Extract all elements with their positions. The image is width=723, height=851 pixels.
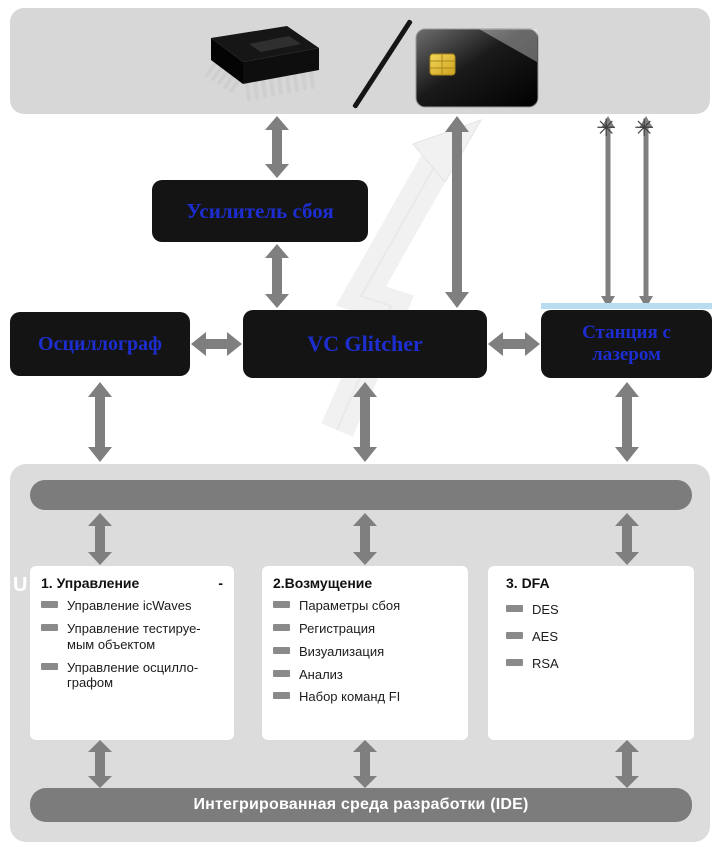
card-control: 1. Управление - Управление icWaves Управ… [30,566,234,740]
ide-bar: Интегрированная среда разработки (IDE) [30,788,692,822]
arrow-bus-card2 [353,513,377,565]
card-dfa: 3. DFA DES AES RSA [488,566,694,740]
break-asterisk-icon: ✳ [596,114,617,142]
watermark-letter: U [13,574,28,596]
card-perturbation-title: 2.Возмущение [273,575,373,591]
card-control-title: 1. Управление [41,575,140,591]
bullet-bar-icon [273,601,290,608]
arrow-devices-amplifier [265,116,289,178]
list-item-label: Анализ [299,666,343,682]
target-devices-panel [10,8,710,114]
arrow-bus-card1 [88,513,112,565]
list-item: Параметры сбоя [273,598,457,614]
list-item: Визуализация [273,644,457,660]
arrow-glitcher-laser [488,332,540,356]
bullet-bar-icon [273,669,290,677]
card-perturbation: 2.Возмущение Параметры сбоя Регистрация … [262,566,468,740]
list-item: Регистрация [273,621,457,637]
smartcard-icon [415,28,539,108]
list-item-label: RSA [532,655,559,671]
list-item-label: AES [532,628,559,644]
laser-line-right [639,116,653,308]
bullet-bar-icon [273,692,290,700]
laser-line-left [601,116,615,308]
arrow-oscilloscope-glitcher [191,332,242,356]
bullet-bar-icon [41,662,58,670]
card-perturbation-title-row: 2.Возмущение [273,575,457,591]
arrow-glitcher-panel [353,382,377,462]
bullet-bar-icon [273,623,290,631]
list-item-label: Управление тестируе- мым объектом [67,620,201,652]
list-item-label: Визуализация [299,643,385,659]
laser-highlight-line [541,303,712,309]
list-item: AES [506,629,683,645]
arrow-amplifier-glitcher [265,244,289,308]
arrow-card3-ide [615,740,639,788]
laser-station-label: Станция с лазером [582,322,671,365]
list-item: Управление icWaves [41,598,223,614]
fault-amplifier-label: Усилитель сбоя [186,198,334,223]
arrow-oscilloscope-panel [88,382,112,462]
arrow-laser-panel [615,382,639,462]
bullet-bar-icon [506,658,523,666]
list-item-label: Регистрация [299,620,375,636]
card-dfa-title-row: 3. DFA [506,575,683,591]
card-control-title-row: 1. Управление - [41,575,223,591]
list-item-label: DES [532,602,559,617]
vc-glitcher-label: VC Glitcher [307,331,423,357]
break-asterisk-icon: ✳ [634,114,655,142]
bullet-bar-icon [273,646,290,654]
list-item: Анализ [273,667,457,683]
oscilloscope-box: Осциллограф [10,312,190,376]
arrow-card2-ide [353,740,377,788]
list-item: Управление осцилло- графом [41,660,223,692]
list-item-label: Набор команд FI [299,689,401,705]
arrow-card1-ide [88,740,112,788]
list-item: Управление тестируе- мым объектом [41,621,223,653]
list-item-label: Управление осцилло- графом [67,659,199,691]
bullet-bar-icon [506,605,523,612]
list-item: Набор команд FI [273,689,457,705]
card-dfa-title: 3. DFA [506,575,550,591]
slash-icon [352,19,413,109]
arrow-bus-card3 [615,513,639,565]
arrow-card-glitcher [445,116,469,308]
laser-station-box: Станция с лазером [541,310,712,378]
card-control-title-suffix: - [218,575,223,591]
chip-icon [205,26,319,101]
vc-glitcher-box: VC Glitcher [243,310,487,378]
bullet-bar-icon [41,601,58,608]
list-item: RSA [506,656,683,672]
list-item: DES [506,602,683,618]
software-bus-bar [30,480,692,510]
oscilloscope-label: Осциллограф [38,332,162,355]
bullet-bar-icon [506,631,523,639]
list-item-label: Управление icWaves [67,598,192,613]
ide-bar-label: Интегрированная среда разработки (IDE) [193,796,529,813]
list-item-label: Параметры сбоя [299,598,401,613]
fault-amplifier-box: Усилитель сбоя [152,180,368,242]
bullet-bar-icon [41,623,58,631]
